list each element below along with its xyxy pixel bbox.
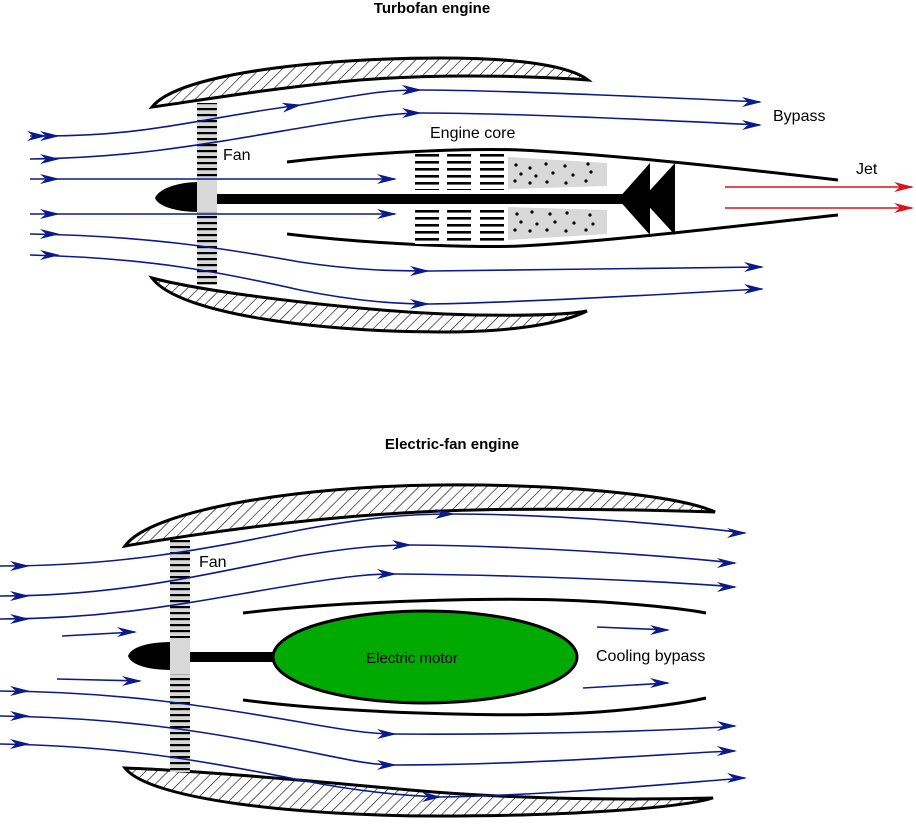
electric-fan-duct-top — [242, 597, 707, 615]
turbofan-turbine-2 — [642, 163, 675, 235]
electric-fan-flow-arrows — [10, 509, 747, 802]
turbofan-compressor-stage-3-lower — [480, 208, 504, 244]
electric-fan-spinner — [128, 642, 173, 670]
turbofan-core-casing-top — [286, 148, 839, 182]
turbofan-turbine-1 — [618, 163, 650, 235]
turbofan-flow-arrows — [40, 85, 764, 309]
turbofan-combustor-upper — [508, 157, 607, 189]
turbofan-bypass-label: Bypass — [773, 108, 825, 125]
turbofan-combustor-lower — [508, 207, 607, 240]
turbofan-flow-line — [29, 112, 761, 160]
electric-motor — [271, 609, 579, 705]
electric-fan-flow-line — [0, 513, 746, 567]
electric-fan-title: Electric-fan engine — [385, 436, 519, 453]
electric-fan-flow-line — [0, 715, 736, 766]
electric-motor-label: Electric motor — [366, 650, 458, 667]
turbofan-fan-label: Fan — [223, 147, 251, 164]
turbofan-fuel-dots — [513, 162, 595, 233]
turbofan-shaft — [215, 194, 625, 204]
electric-fan-diagram: Electric-fan engine — [0, 436, 747, 818]
electric-fan-fan-label: Fan — [199, 554, 227, 571]
turbofan-fan-hub — [197, 180, 217, 212]
turbofan-compressor-stage-2 — [447, 153, 471, 190]
electric-fan-lower-nacelle — [121, 766, 714, 818]
cooling-bypass-label: Cooling bypass — [596, 648, 705, 665]
turbofan-flow-line — [29, 254, 763, 305]
electric-fan-flow-line — [0, 743, 746, 798]
electric-fan-fan-hub — [170, 638, 190, 674]
turbofan-spinner — [155, 182, 200, 212]
electric-fan-flow-line — [0, 544, 736, 597]
electric-fan-flow-line — [56, 678, 141, 682]
electric-fan-cooling-arrow — [582, 682, 669, 689]
turbofan-compressor-stage-1 — [415, 153, 439, 190]
turbofan-compressor-stage-3 — [480, 153, 504, 190]
turbofan-compressor-stage-1-lower — [415, 208, 439, 244]
turbofan-title: Turbofan engine — [374, 0, 490, 17]
turbofan-flow-line — [26, 85, 761, 142]
turbofan-diagram: Turbofan engine — [26, 0, 914, 334]
turbofan-compressor-stage-2-lower — [447, 208, 471, 244]
electric-fan-upper-nacelle — [121, 483, 716, 549]
electric-fan-duct-bottom — [242, 696, 707, 717]
electric-fan-shaft — [188, 652, 280, 662]
turbofan-flow-line — [29, 233, 763, 272]
turbofan-core-casing-bottom — [286, 213, 839, 248]
turbofan-lower-nacelle — [148, 275, 588, 334]
turbofan-engine-core-label: Engine core — [430, 125, 515, 142]
turbofan-jet-label: Jet — [856, 161, 878, 178]
turbofan-upper-nacelle — [148, 56, 593, 109]
electric-fan-flow-line — [0, 690, 736, 735]
electric-fan-flow-line — [0, 573, 736, 620]
